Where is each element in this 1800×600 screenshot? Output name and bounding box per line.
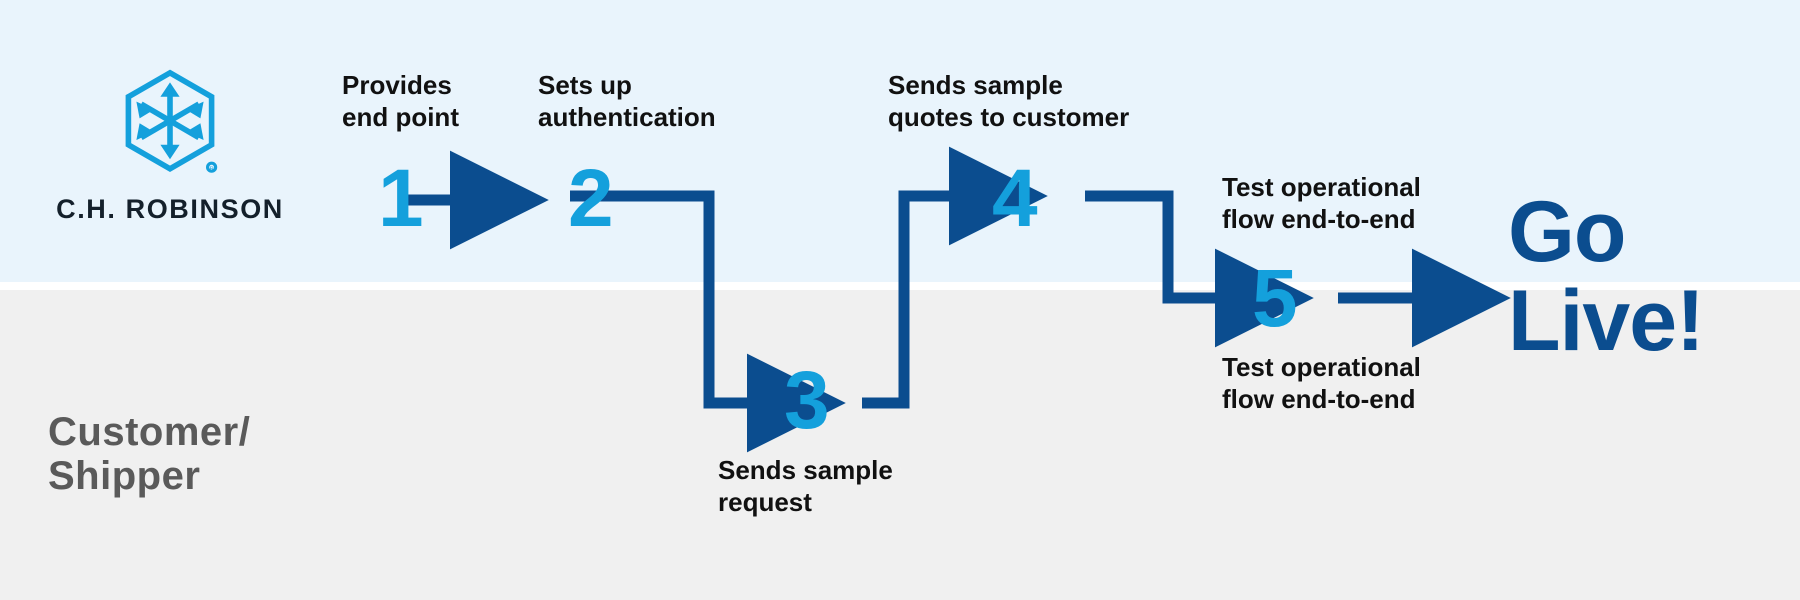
- step-2-caption: Sets up authentication: [538, 70, 716, 132]
- brand-wordmark: C.H. ROBINSON: [56, 194, 284, 224]
- go-live-label: Go Live!: [1508, 184, 1705, 370]
- step-5-caption-below: Test operational flow end-to-end: [1222, 352, 1421, 414]
- step-5-caption-above: Test operational flow end-to-end: [1222, 172, 1421, 234]
- step-3-number: 3: [784, 355, 830, 446]
- step-1-number: 1: [378, 153, 424, 244]
- step-4-number: 4: [992, 153, 1038, 244]
- step-1-caption: Provides end point: [342, 70, 459, 132]
- step-4-caption: Sends sample quotes to customer: [888, 70, 1130, 132]
- registered-mark: R: [210, 166, 214, 172]
- step-2-number: 2: [568, 153, 614, 244]
- brand-logo: R C.H. ROBINSON: [40, 68, 300, 225]
- lane-label-customer: Customer/ Shipper: [48, 410, 251, 498]
- step-3-caption: Sends sample request: [718, 455, 893, 517]
- step-5-number: 5: [1252, 253, 1298, 344]
- hexagon-arrows-icon: R: [125, 69, 218, 173]
